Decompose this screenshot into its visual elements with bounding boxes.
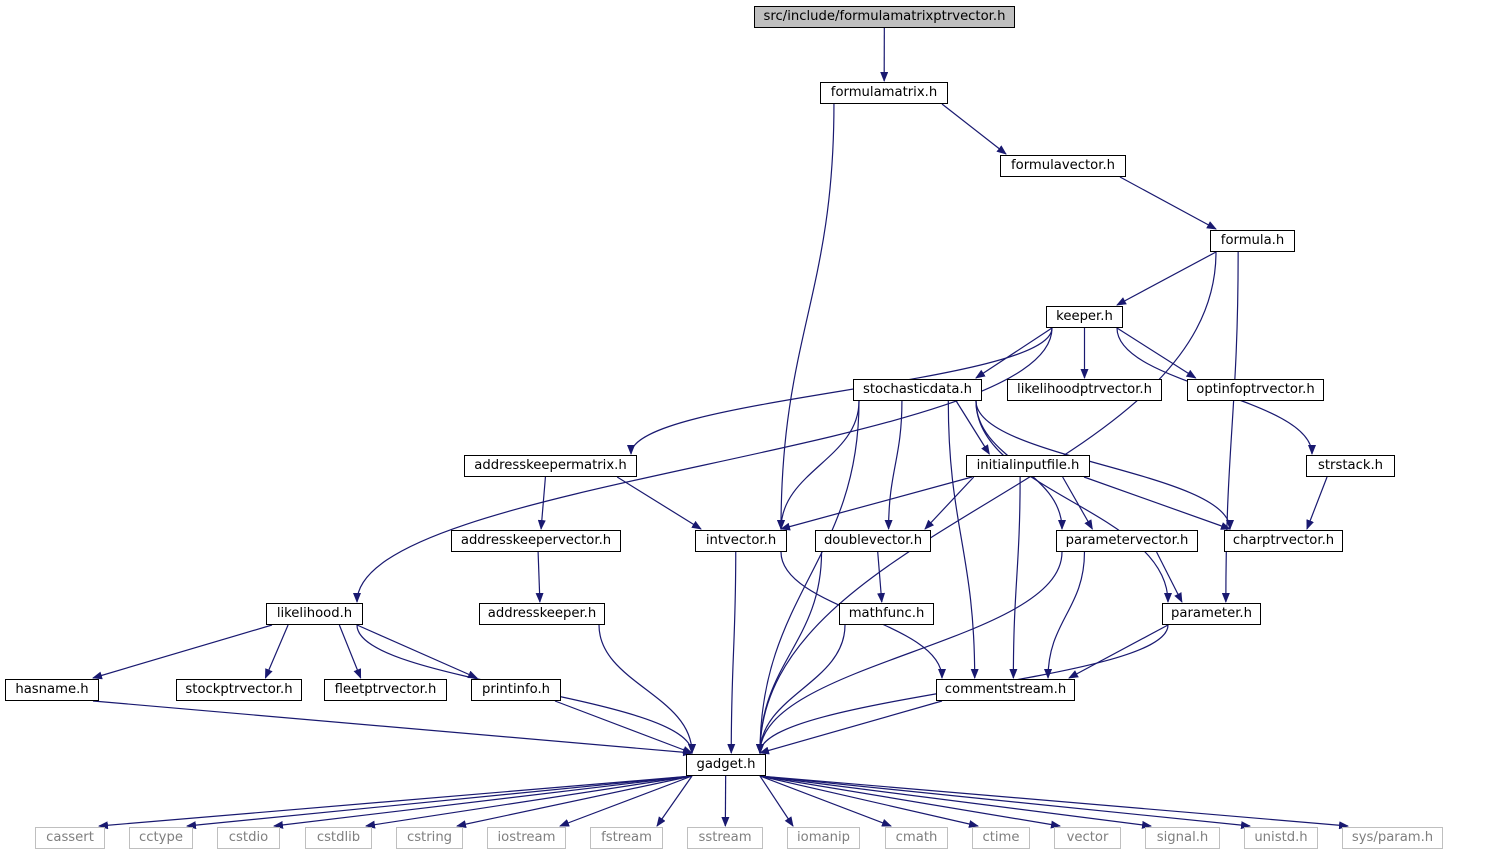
edge-keeper-to-optinfoptrvector bbox=[1116, 327, 1197, 379]
edge-gadget-to-vector bbox=[759, 775, 1061, 829]
node-likelihood[interactable]: likelihood.h bbox=[266, 603, 363, 625]
edge-gadget-to-ctime bbox=[759, 775, 979, 828]
node-formulavector[interactable]: formulavector.h bbox=[1000, 155, 1126, 177]
node-gadget[interactable]: gadget.h bbox=[686, 754, 766, 776]
node-cctype: cctype bbox=[129, 827, 193, 849]
node-addresskeeper[interactable]: addresskeeper.h bbox=[479, 603, 605, 625]
edge-likelihood-to-stockptrvector bbox=[264, 624, 289, 679]
node-stochasticdata[interactable]: stochasticdata.h bbox=[853, 379, 982, 401]
edge-gadget-to-cassert bbox=[98, 775, 693, 830]
node-ctime: ctime bbox=[972, 827, 1030, 849]
edge-addresskeepervector-to-addresskeeper bbox=[535, 551, 544, 603]
node-iostream: iostream bbox=[487, 827, 566, 849]
edge-hasname-to-gadget bbox=[92, 700, 693, 757]
node-initialinputfile[interactable]: initialinputfile.h bbox=[966, 455, 1090, 477]
node-sysparam: sys/param.h bbox=[1342, 827, 1443, 849]
edge-likelihood-to-fleetptrvector bbox=[338, 624, 362, 679]
edge-initialinputfile-to-commentstream bbox=[1009, 476, 1021, 679]
node-cstring: cstring bbox=[396, 827, 463, 849]
node-likelihoodptrvector[interactable]: likelihoodptrvector.h bbox=[1007, 379, 1162, 401]
node-parameter[interactable]: parameter.h bbox=[1162, 603, 1261, 625]
node-unistd: unistd.h bbox=[1244, 827, 1318, 849]
edge-gadget-to-iostream bbox=[559, 775, 693, 827]
edge-formulamatrix-to-formulavector bbox=[941, 103, 1007, 155]
node-stockptrvector[interactable]: stockptrvector.h bbox=[176, 679, 302, 701]
edge-gadget-to-signal bbox=[759, 775, 1152, 829]
node-addresskeepermatrix[interactable]: addresskeepermatrix.h bbox=[464, 455, 637, 477]
edge-commentstream-to-gadget bbox=[759, 700, 943, 755]
node-mathfunc[interactable]: mathfunc.h bbox=[839, 603, 934, 625]
node-keeper[interactable]: keeper.h bbox=[1046, 306, 1123, 328]
node-sstream: sstream bbox=[687, 827, 763, 849]
edge-gadget-to-cstdlib bbox=[365, 775, 693, 829]
edge-stochasticdata-to-commentstream bbox=[947, 400, 979, 679]
node-formula[interactable]: formula.h bbox=[1210, 230, 1295, 252]
edge-parametervector-to-parameter bbox=[1156, 551, 1183, 603]
node-strstack[interactable]: strstack.h bbox=[1306, 455, 1395, 477]
edge-gadget-to-cstdio bbox=[273, 775, 693, 829]
edge-gadget-to-cctype bbox=[186, 775, 693, 830]
edge-initialinputfile-to-intvector bbox=[780, 476, 973, 531]
edge-parametervector-to-commentstream bbox=[1044, 551, 1086, 679]
edge-parametervector-to-gadget bbox=[756, 551, 1063, 754]
node-fstream: fstream bbox=[590, 827, 663, 849]
edge-stochasticdata-to-intvector bbox=[777, 400, 860, 530]
node-optinfoptrvector[interactable]: optinfoptrvector.h bbox=[1187, 379, 1324, 401]
edge-gadget-to-unistd bbox=[759, 775, 1251, 830]
edge-formulamatrix-to-intvector bbox=[777, 103, 835, 530]
node-cmath: cmath bbox=[885, 827, 948, 849]
edge-likelihood-to-printinfo bbox=[356, 624, 478, 679]
node-cassert: cassert bbox=[35, 827, 105, 849]
edge-formulavector-to-formula bbox=[1119, 176, 1217, 230]
edge-gadget-to-cstring bbox=[456, 775, 693, 829]
node-signal: signal.h bbox=[1145, 827, 1220, 849]
edge-doublevector-to-gadget bbox=[756, 551, 823, 754]
edge-formula-to-keeper bbox=[1116, 251, 1217, 306]
edge-addresskeepermatrix-to-addresskeepervector bbox=[537, 476, 547, 530]
edge-likelihood-to-hasname bbox=[92, 624, 273, 680]
edge-initialinputfile-to-charptrvector bbox=[1083, 476, 1231, 530]
node-formulamatrix[interactable]: formulamatrix.h bbox=[820, 82, 948, 104]
edge-stochasticdata-to-doublevector bbox=[884, 400, 903, 530]
edge-keeper-to-addresskeepermatrix bbox=[627, 327, 1053, 455]
node-vector: vector bbox=[1054, 827, 1121, 849]
edge-initialinputfile-to-doublevector bbox=[924, 476, 975, 530]
node-charptrvector[interactable]: charptrvector.h bbox=[1224, 530, 1343, 552]
node-iomanip: iomanip bbox=[787, 827, 860, 849]
edge-stochasticdata-to-gadget bbox=[756, 400, 860, 754]
node-commentstream[interactable]: commentstream.h bbox=[936, 679, 1075, 701]
node-cstdlib: cstdlib bbox=[305, 827, 372, 849]
edge-gadget-to-iomanip bbox=[759, 775, 794, 827]
edge-strstack-to-charptrvector bbox=[1306, 476, 1328, 530]
node-doublevector[interactable]: doublevector.h bbox=[815, 530, 931, 552]
edge-stochasticdata-to-initialinputfile bbox=[955, 400, 990, 455]
edge-printinfo-to-gadget bbox=[554, 700, 693, 754]
edge-stochasticdata-to-charptrvector bbox=[975, 400, 1234, 530]
edge-keeper-to-likelihood bbox=[353, 327, 1053, 603]
node-root: src/include/formulamatrixptrvector.h bbox=[754, 6, 1015, 28]
node-printinfo[interactable]: printinfo.h bbox=[471, 679, 561, 701]
edge-parameter-to-commentstream bbox=[1068, 624, 1169, 679]
node-intvector[interactable]: intvector.h bbox=[695, 530, 787, 552]
edge-mathfunc-to-gadget bbox=[756, 624, 846, 754]
edge-gadget-to-sysparam bbox=[759, 775, 1349, 830]
node-fleetptrvector[interactable]: fleetptrvector.h bbox=[324, 679, 447, 701]
edge-formula-to-gadget bbox=[756, 251, 1217, 754]
edge-initialinputfile-to-parametervector bbox=[1062, 476, 1093, 530]
node-addresskeepervector[interactable]: addresskeepervector.h bbox=[451, 530, 621, 552]
edge-addresskeepermatrix-to-intvector bbox=[616, 476, 702, 530]
edge-stochasticdata-to-parameter bbox=[975, 400, 1172, 603]
node-cstdio: cstdio bbox=[217, 827, 280, 849]
edge-intvector-to-gadget bbox=[727, 551, 737, 754]
edge-addresskeeper-to-gadget bbox=[598, 624, 696, 754]
node-parametervector[interactable]: parametervector.h bbox=[1056, 530, 1198, 552]
edge-gadget-to-cmath bbox=[759, 775, 892, 827]
node-hasname[interactable]: hasname.h bbox=[5, 679, 99, 701]
edge-doublevector-to-mathfunc bbox=[877, 551, 886, 603]
edge-keeper-to-stochasticdata bbox=[975, 327, 1053, 379]
edge-gadget-to-fstream bbox=[656, 775, 693, 827]
